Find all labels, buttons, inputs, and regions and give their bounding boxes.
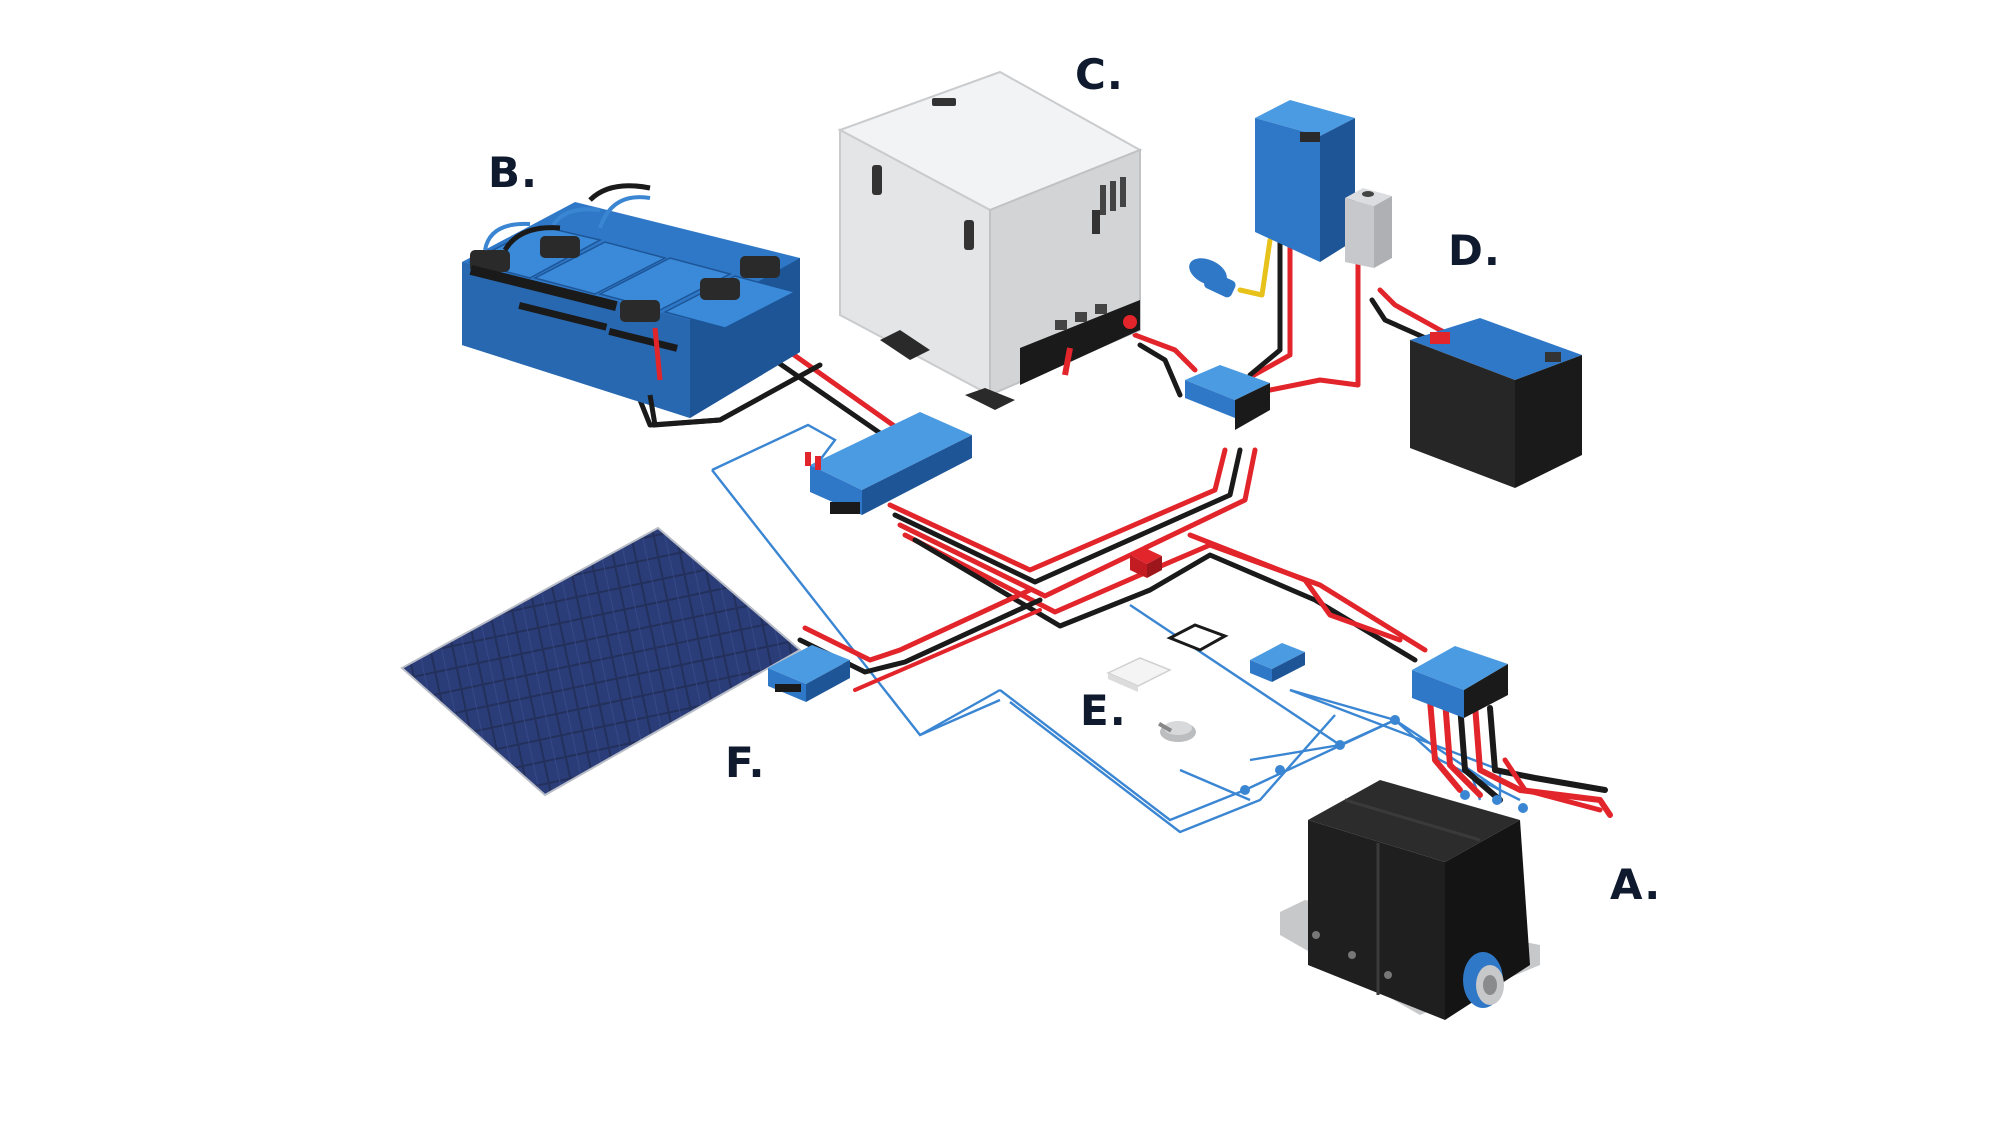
control-panels [1106,623,1229,742]
battery-bank [462,183,800,428]
start-battery [1410,318,1582,488]
shore-power-plug [1189,258,1236,298]
battery-charger [805,412,972,515]
label-d: D. [1448,226,1501,275]
label-f: F. [725,738,766,787]
label-c: C. [1075,50,1124,99]
main-fuse [1130,548,1162,578]
shore-power-converter [1255,100,1355,262]
solar-charge-controller [768,645,850,702]
label-a: A. [1610,860,1662,909]
label-b: B. [488,148,538,197]
generator [837,70,1143,410]
signal-junctions [1240,715,1400,795]
dc-distribution-hub [1185,365,1270,430]
label-e: E. [1080,686,1127,735]
propulsion-controller [1412,646,1508,718]
solar-panel [400,526,802,797]
battery-switch-panel [1345,188,1392,268]
motor-controller-small [1250,643,1305,682]
electric-motor [1280,780,1540,1020]
motor-terminals [1460,790,1528,813]
